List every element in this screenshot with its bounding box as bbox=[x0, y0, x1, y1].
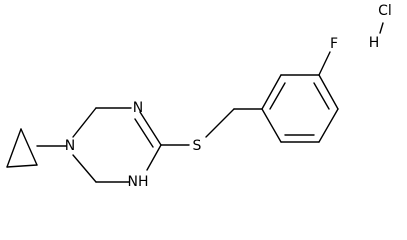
cyclopropyl-ring bbox=[6, 128, 38, 168]
fluorophenyl-ring bbox=[261, 74, 339, 143]
atom-label-s: S bbox=[193, 138, 202, 154]
atom-label-n-top: N bbox=[133, 100, 143, 116]
atom-label-n-left: N bbox=[65, 138, 75, 154]
atom-label-f: F bbox=[330, 36, 338, 52]
triazine-ring bbox=[72, 107, 162, 183]
atom-label-cl: Cl bbox=[378, 3, 392, 19]
c-f-bond bbox=[318, 51, 331, 76]
atom-label-h: H bbox=[369, 35, 380, 51]
s-ch2-bond bbox=[205, 108, 235, 138]
h-cl-bond bbox=[379, 22, 384, 34]
atom-label-nh: NH bbox=[128, 174, 149, 189]
chemical-structure-diagram: N N NH S F Cl H bbox=[6, 3, 392, 189]
structure-canvas: N N NH S F Cl H bbox=[6, 3, 392, 189]
